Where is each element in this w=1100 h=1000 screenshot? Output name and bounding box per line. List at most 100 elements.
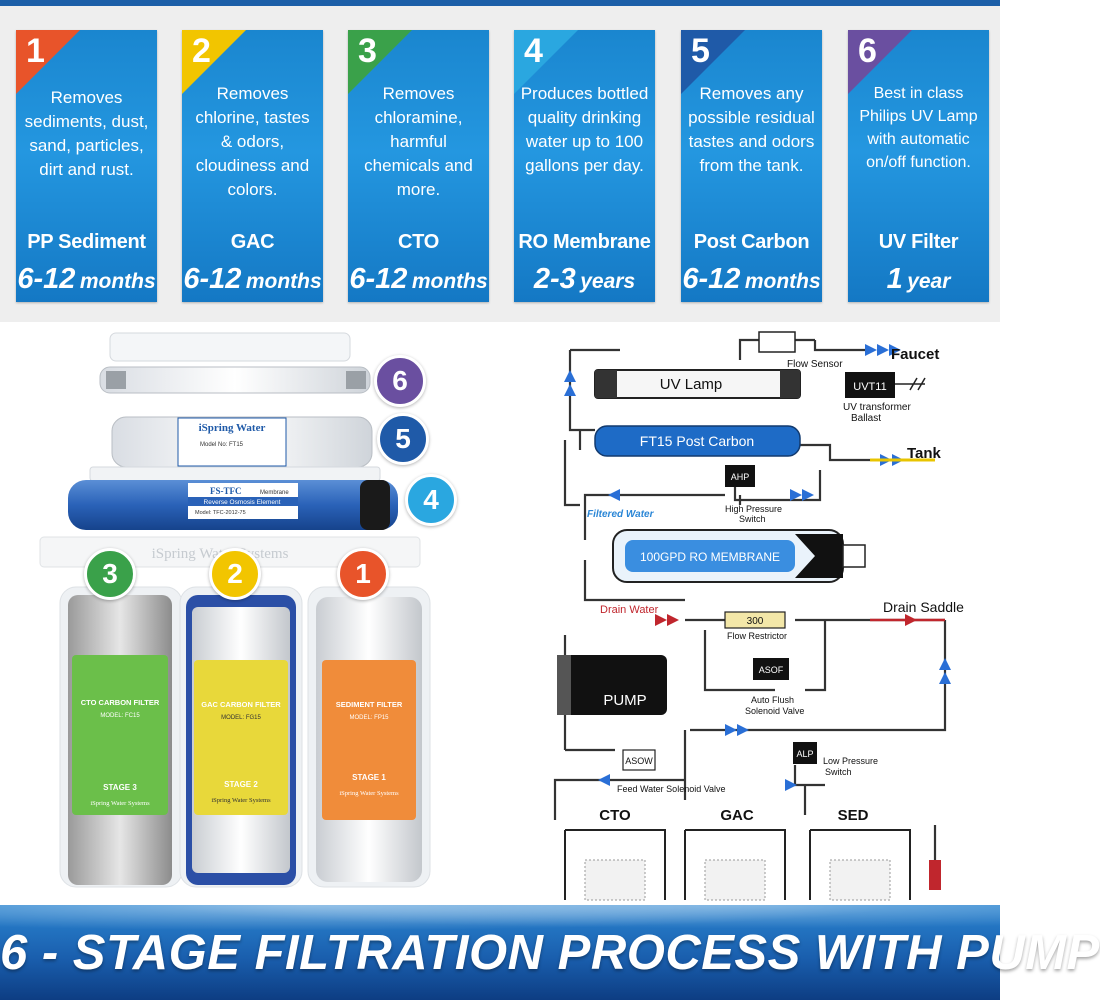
membrane-brand: FS-TFC: [210, 486, 242, 496]
membrane-label-text: Reverse Osmosis Element: [204, 499, 281, 506]
membrane-band: [188, 497, 298, 506]
lifespan-unit: year: [907, 270, 951, 293]
ahp-switch: [725, 465, 755, 487]
stage-number: 4: [524, 32, 543, 70]
cto-label: [72, 655, 168, 815]
badge-4: 4: [405, 474, 457, 526]
pump-label: PUMP: [603, 692, 646, 709]
stage-lifespan: 2-3 years: [514, 263, 655, 296]
uv-lamp-cap: [346, 371, 366, 389]
inlet-valve: [929, 860, 941, 890]
badge-3: 3: [84, 548, 136, 600]
uv-lamp-end: [780, 370, 800, 398]
lifespan-unit: months: [744, 270, 821, 293]
stage-number: 5: [691, 32, 710, 70]
stage-card-2: 2 Removes chlorine, tastes & odors, clou…: [182, 30, 323, 302]
lifespan-value: 1: [886, 263, 903, 295]
cto-cartridge: [584, 859, 646, 901]
corner-accent: [348, 30, 412, 94]
alp-label: ALP: [796, 749, 813, 759]
cto-model: MODEL: FC15: [100, 713, 140, 719]
stage-name: PP Sediment: [27, 231, 146, 253]
flow-sensor-label: Flow Sensor: [787, 359, 843, 370]
sediment-model: MODEL: FP15: [349, 715, 389, 721]
lifespan-value: 6-12: [682, 263, 741, 295]
uv-transformer-label: UV transformer: [843, 402, 911, 413]
gac-title: GAC CARBON FILTER: [201, 700, 281, 709]
auto-flush-label: Auto Flush: [751, 695, 794, 705]
post-carbon-label: [177, 417, 287, 467]
post-carbon-model: Model No: FT15: [200, 442, 244, 448]
low-pressure-label: Low Pressure: [823, 756, 878, 766]
cto-label: CTO: [599, 807, 631, 824]
plug-icon: [895, 377, 926, 391]
ahp-label: AHP: [731, 472, 750, 482]
membrane-seal: [360, 480, 390, 530]
alp-switch: [793, 742, 817, 764]
water-wave: [0, 905, 1000, 935]
low-pressure-switch-label: Switch: [825, 767, 852, 777]
stage-name: CTO: [398, 231, 439, 253]
solenoid-valve-label: Solenoid Valve: [745, 706, 804, 716]
feed-valve-label: Feed Water Solenoid Valve: [617, 784, 726, 794]
faucet-label: Faucet: [891, 346, 939, 363]
stage-lifespan: 1 year: [848, 263, 989, 296]
lifespan-unit: months: [411, 270, 488, 293]
stage-lifespan: 6-12 months: [681, 263, 822, 296]
uvt-box: [845, 372, 895, 398]
corner-accent: [681, 30, 745, 94]
badge-5: 5: [377, 413, 429, 465]
gac-brand: iSpring Water Systems: [211, 797, 271, 804]
lifespan-unit: months: [245, 270, 322, 293]
cto-brand: iSpring Water Systems: [90, 800, 150, 807]
uv-lamp: [99, 366, 371, 394]
flow-restrictor: [724, 611, 786, 629]
high-pressure-switch-label: Switch: [739, 514, 766, 524]
cto-title: CTO CARBON FILTER: [81, 698, 160, 707]
sediment-stage: STAGE 1: [352, 773, 386, 782]
stage-number: 2: [192, 32, 211, 70]
drain-water-label: Drain Water: [600, 604, 659, 616]
flow-sensor: [758, 331, 796, 353]
restrictor-value: 300: [747, 616, 764, 627]
sed-label: SED: [838, 807, 869, 824]
tank-label: Tank: [907, 445, 942, 462]
pump-end: [557, 655, 571, 715]
stage-card-6: 6 Best in class Philips UV Lamp with aut…: [848, 30, 989, 302]
stage-lifespan: 6-12 months: [182, 263, 323, 296]
stage-card-3: 3 Removes chloramine, harmful chemicals …: [348, 30, 489, 302]
post-carbon-body: [594, 425, 801, 457]
banner-title: 6 - STAGE FILTRATION PROCESS WITH PUMP: [0, 926, 1100, 980]
stage-name: UV Filter: [878, 231, 959, 253]
corner-accent: [848, 30, 912, 94]
ro-membrane-core: [625, 540, 795, 572]
gac-stage: STAGE 2: [224, 780, 258, 789]
filtration-schematic: UV Lamp Flow Sensor Faucet UVT11 UV tran…: [553, 331, 964, 901]
post-carbon-label: FT15 Post Carbon: [640, 433, 754, 449]
membrane-cap: [795, 534, 843, 578]
stage-description: Removes sediments, dust, sand, particles…: [24, 88, 149, 179]
product-illustration: iSpring Water Model No: FT15 FS-TFC Memb…: [39, 332, 431, 888]
gac-cartridge: [704, 859, 766, 901]
asow-valve: [622, 749, 656, 771]
post-carbon-brand: iSpring Water: [199, 422, 266, 434]
stage-card-4: 4 Produces bottled quality drinking wate…: [514, 30, 655, 302]
stage-lifespan: 6-12 months: [16, 263, 157, 296]
stage-description: Produces bottled quality drinking water …: [520, 84, 649, 175]
sed-cartridge: [829, 859, 891, 901]
uvt-label: UVT11: [853, 381, 886, 393]
ro-membrane-label: 100GPD RO MEMBRANE: [640, 550, 780, 564]
lifespan-value: 6-12: [183, 263, 242, 295]
ballast-label: Ballast: [851, 413, 881, 424]
stage-description: Removes chlorine, tastes & odors, cloudi…: [195, 84, 310, 199]
stage-cards-panel: [0, 0, 1000, 322]
stage-description: Best in class Philips UV Lamp with autom…: [859, 85, 978, 171]
stage-number: 6: [858, 32, 877, 70]
stage-description: Removes any possible residual tastes and…: [688, 84, 815, 175]
corner-accent: [182, 30, 246, 94]
asof-label: ASOF: [759, 665, 784, 675]
badge-6: 6: [374, 355, 426, 407]
high-pressure-label: High Pressure: [725, 504, 782, 514]
lifespan-unit: months: [79, 270, 156, 293]
stage-name: RO Membrane: [518, 231, 651, 253]
